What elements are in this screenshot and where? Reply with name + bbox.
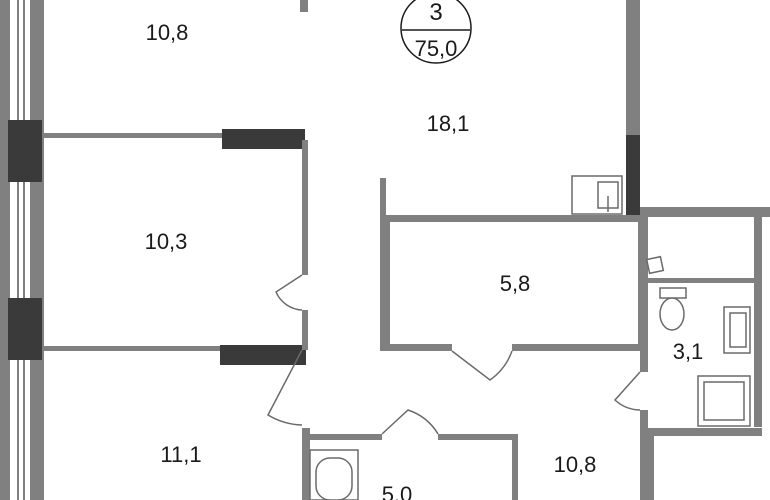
room-labels: 10,8 18,1 10,3 5,8 3,1 11,1 5,0 10,8 [145,20,704,500]
rooms-count: 3 [429,0,442,26]
interior-walls [44,0,770,500]
room-area-bedroom-bottom: 11,1 [160,442,201,467]
total-area: 75,0 [415,36,458,61]
room-area-bathroom-right: 3,1 [673,339,704,364]
room-area-bedroom-middle: 10,3 [145,229,188,254]
kitchen-sink-icon [571,175,623,215]
vent-icon [645,255,665,275]
doors [267,274,641,435]
shower-tray-icon [697,375,751,427]
exterior-wall-left [0,0,44,500]
fixtures [309,175,751,500]
washbasin-icon [723,306,751,354]
bathtub-icon [309,449,359,500]
room-area-bedroom-top: 10,8 [146,20,189,45]
room-area-bathroom-bottom: 5,0 [382,482,413,500]
toilet-icon [659,287,687,331]
room-area-living-room: 18,1 [427,111,470,136]
apartment-badge: 3 75,0 [400,0,472,64]
room-area-kitchen: 10,8 [554,452,597,477]
room-area-storage: 5,8 [500,271,531,296]
